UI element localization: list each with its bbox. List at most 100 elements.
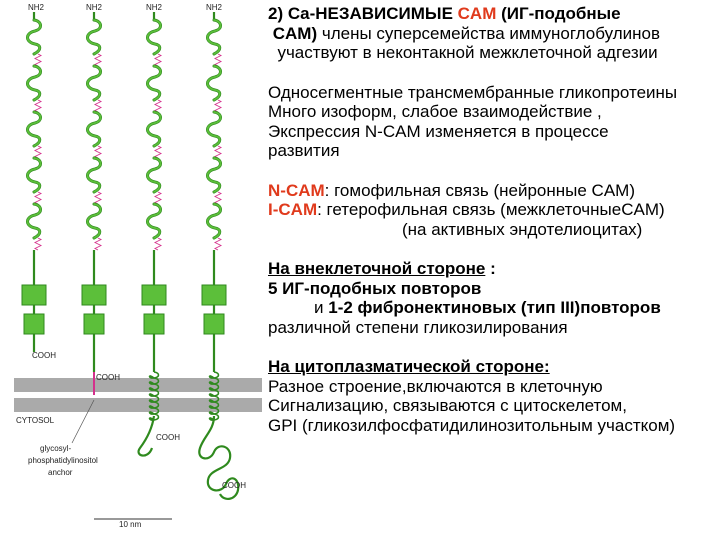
ig-domain — [26, 110, 42, 148]
disulfide-hinge — [213, 53, 223, 67]
cooh-label-3: COOH — [156, 433, 180, 442]
molecules — [21, 12, 240, 500]
disulfide-hinge — [153, 145, 163, 159]
ig-domain — [26, 202, 42, 240]
ig-domain-core — [206, 65, 222, 101]
ig-domain-core — [86, 19, 102, 55]
cam-molecule-2 — [81, 12, 107, 335]
cooh-label-4: COOH — [222, 481, 246, 490]
gpi-anchor-label-1: glycosyl- — [40, 444, 71, 453]
ig-domain-core — [146, 203, 162, 239]
disulfide-hinge — [153, 237, 163, 251]
ig-domain-core — [146, 65, 162, 101]
ig-domain-core — [86, 65, 102, 101]
ig-domain — [146, 156, 162, 194]
disulfide-hinge — [33, 145, 43, 159]
ig-domain-core — [206, 19, 222, 55]
cytosol-label: CYTOSOL — [16, 416, 55, 425]
cytoplasmic-line-1: Разное строение,включаются в клеточную — [268, 376, 603, 396]
cooh-label-1: COOH — [32, 351, 56, 360]
ig-domain — [26, 64, 42, 102]
disulfide-hinge — [33, 99, 43, 113]
ig-domain — [86, 156, 102, 194]
disulfide-hinge — [213, 191, 223, 205]
ig-domain-core — [146, 157, 162, 193]
ig-domain — [86, 64, 102, 102]
disulfide-hinge — [153, 99, 163, 113]
nh2-label-2: NH2 — [86, 3, 103, 12]
text-panel: 2) Ca-НЕЗАВИСИМЫЕ CAM (ИГ-подобные CAM) … — [268, 4, 720, 540]
disulfide-hinge — [33, 237, 43, 251]
disulfide-hinge — [213, 99, 223, 113]
ig-domain-core — [26, 19, 42, 55]
disulfide-hinge — [93, 145, 103, 159]
disulfide-hinge — [213, 145, 223, 159]
ig-domain-core — [26, 65, 42, 101]
disulfide-hinge — [93, 99, 103, 113]
ig-domain-core — [146, 19, 162, 55]
disulfide-hinge — [93, 191, 103, 205]
ncam-label: N-CAM — [268, 180, 325, 200]
desc-line-1: Односегментные трансмембранные гликопрот… — [268, 82, 678, 102]
cytoplasmic-tail-long — [198, 415, 240, 500]
membrane-inner-leaflet — [14, 398, 262, 412]
ig-domain — [206, 202, 222, 240]
ig-domain — [86, 202, 102, 240]
ig-domain — [206, 64, 222, 102]
disulfide-hinge — [33, 191, 43, 205]
ig-domain-core — [26, 203, 42, 239]
title-line: 2) Ca-НЕЗАВИСИМЫЕ CAM (ИГ-подобные — [268, 4, 621, 23]
disulfide-hinge — [153, 53, 163, 67]
ig-domain-core — [26, 157, 42, 193]
fibronectin-domain — [23, 313, 45, 335]
cytoplasmic-line-2: Сигнализацию, связываются с цитоскелетом… — [268, 396, 627, 415]
cytoplasmic-heading: На цитоплазматической стороне: — [268, 357, 550, 376]
icam-label: I-CAM — [268, 200, 318, 219]
fibronectin-domain — [21, 284, 47, 306]
cam-molecule-4 — [201, 12, 227, 335]
fibronectin-domain — [143, 313, 165, 335]
desc-line-3: Экспрессия N-CAM изменяется в процессе — [268, 121, 609, 141]
ig-domain-core — [206, 157, 222, 193]
disulfide-hinge — [213, 237, 223, 251]
membrane-outer-leaflet — [14, 378, 262, 392]
gpi-anchor-label-3: anchor — [48, 468, 73, 477]
nh2-label-3: NH2 — [146, 3, 163, 12]
ig-domain — [86, 18, 102, 56]
cell-membrane — [14, 378, 262, 520]
fibronectin-domain — [141, 284, 167, 306]
ncam-line: N-CAM: гомофильная связь (нейронные CAM) — [268, 180, 635, 200]
icam-line: I-CAM: гетерофильная связь (межклеточные… — [268, 200, 665, 219]
scale-bar-label: 10 nm — [119, 520, 142, 529]
fibronectin-domain — [203, 313, 225, 335]
icam-note: (на активных эндотелиоцитах) — [402, 219, 643, 239]
desc-line-2: Много изоформ, слабое взаимодействие , — [268, 102, 602, 121]
desc-line-4: развития — [268, 141, 340, 160]
cam-structure-diagram: NH2 NH2 NH2 NH2 COOH COOH COOH COOH CYTO… — [14, 3, 262, 529]
title-cam: CAM — [457, 4, 497, 23]
ig-domain-core — [86, 157, 102, 193]
extracellular-line-2: и 1-2 фибронектиновых (тип III)повторов — [314, 298, 661, 317]
cam-molecule-1 — [21, 12, 47, 335]
ig-domain-core — [86, 111, 102, 147]
title-line-2: CAM) члены суперсемейства иммуноглобулин… — [272, 23, 660, 43]
ig-domain — [146, 110, 162, 148]
gpi-leader-line — [71, 399, 95, 444]
fibronectin-domain — [83, 313, 105, 335]
ig-domain-core — [206, 203, 222, 239]
extracellular-line-3: различной степени гликозилирования — [268, 317, 568, 337]
ig-domain — [146, 202, 162, 240]
diagram-labels: NH2 NH2 NH2 NH2 COOH COOH COOH COOH CYTO… — [16, 3, 246, 529]
disulfide-hinge — [153, 191, 163, 205]
ig-domain-core — [206, 111, 222, 147]
ig-domain-core — [26, 111, 42, 147]
ig-domain — [206, 18, 222, 56]
transmembrane-helix — [148, 371, 160, 421]
cytoplasmic-line-3: GPI (гликозилфосфатидилинозитольным учас… — [268, 415, 676, 435]
cam-molecule-3 — [141, 12, 167, 335]
nh2-label-1: NH2 — [28, 3, 45, 12]
ig-domain-core — [86, 203, 102, 239]
ig-domain — [206, 110, 222, 148]
ig-domain — [206, 156, 222, 194]
gpi-anchor-label-2: phosphatidylinositol — [28, 456, 98, 465]
